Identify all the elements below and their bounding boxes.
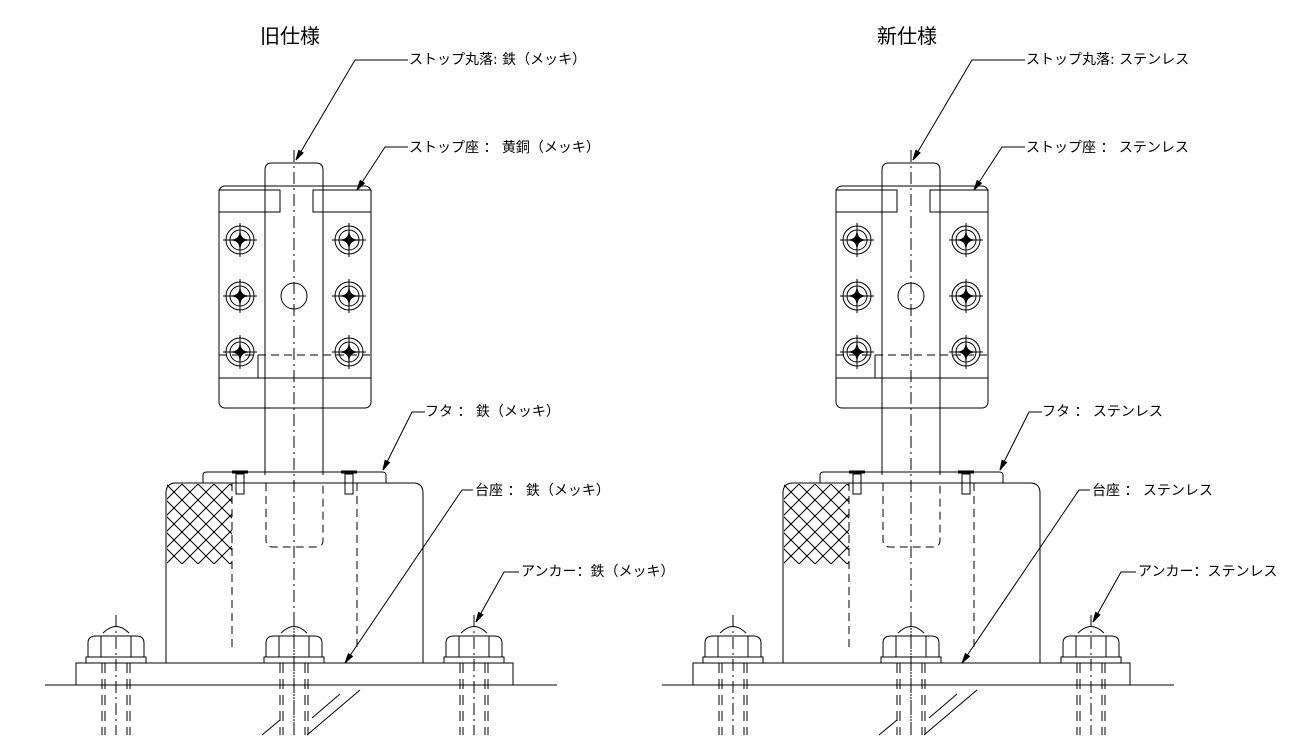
hatch-line (167, 484, 199, 516)
old-stop-pin-head (264, 162, 324, 186)
new-base-hatch (783, 484, 863, 676)
new-hatch-group (783, 484, 863, 676)
old-lid (202, 471, 387, 483)
new-stop-pin-head (881, 162, 941, 186)
old-lid-screw (344, 473, 354, 495)
new-lid (819, 471, 1004, 483)
new-stop-seat-block (835, 185, 989, 409)
old-stop-seat-slot-right (312, 189, 372, 213)
new-lid-label: フタ ： ステンレス (1042, 404, 1163, 420)
old-leader-anchor-arrow-icon (475, 611, 484, 623)
old-base-label: 台座 ： 鉄（メッキ） (475, 483, 610, 499)
hatch-line (784, 497, 849, 564)
new-leader-lid-arrow-icon (999, 459, 1008, 471)
new-stop-seat-slot-left (835, 189, 898, 213)
new-break-line (923, 689, 978, 736)
hatch-line (167, 497, 232, 564)
hatch-line (167, 548, 183, 564)
new-leader-base (961, 489, 1090, 664)
hatch-line (181, 513, 232, 564)
new-nut-body (1062, 635, 1120, 657)
hatch-line (783, 564, 863, 644)
old-leader-stop-seat (356, 146, 408, 191)
hatch-line (783, 580, 863, 660)
new-leader-stop-seat (973, 146, 1025, 191)
new-leader-anchor-arrow-icon (1092, 611, 1101, 623)
hatch-line (166, 564, 246, 644)
new-break-line (928, 693, 958, 719)
hatch-line (167, 484, 231, 548)
old-assembly (45, 59, 557, 736)
new-leader-stop-pin-arrow-icon (912, 149, 921, 161)
old-lid-label: フタ ： 鉄（メッキ） (425, 404, 560, 420)
hatch-line (783, 596, 863, 676)
hatch-line (784, 484, 832, 532)
old-anchor-label: アンカー：鉄（メッキ） (521, 564, 675, 580)
old-break-line (306, 689, 361, 736)
old-leader-base-arrow-icon (344, 652, 354, 664)
old-stop-seat-label: ストップ座 ： 黄銅（メッキ） (409, 140, 600, 156)
old-leader-stop-seat-arrow-icon (356, 179, 366, 191)
hatch-line (783, 564, 863, 644)
new-leader-anchor (1092, 571, 1136, 623)
hatch-line (167, 532, 199, 564)
old-leader-stop-pin-arrow-icon (295, 149, 304, 161)
hatch-line (166, 580, 246, 660)
old-nut-body (87, 635, 145, 657)
new-leader-stop-seat-arrow-icon (973, 179, 983, 191)
old-spec-title: 旧仕様 (260, 24, 320, 48)
new-break-line (878, 719, 898, 736)
hatch-line (784, 532, 816, 564)
new-leader-stop-pin (912, 59, 1025, 161)
hatch-line (784, 484, 848, 548)
old-break-line (311, 693, 341, 719)
new-base-label: 台座 ： ステンレス (1092, 483, 1213, 499)
new-nut-body (882, 635, 940, 657)
hatch-line (783, 580, 863, 660)
new-lid-screw (961, 473, 971, 495)
old-leader-stop-pin (295, 59, 408, 161)
hatch-line (784, 484, 816, 516)
hatch-line (784, 548, 800, 564)
hatch-line (166, 596, 246, 676)
new-assembly (662, 59, 1174, 736)
new-spec-title: 新仕様 (877, 24, 937, 48)
hatch-line (798, 513, 849, 564)
hatch-line (166, 564, 246, 644)
old-leader-anchor (475, 571, 519, 623)
hatch-line (166, 580, 246, 660)
new-lid-screw (852, 473, 862, 495)
old-stop-pin-label: ストップ丸落: 鉄（メッキ） (409, 52, 587, 68)
old-leader-lid-arrow-icon (382, 459, 391, 471)
new-anchor-label: アンカー：ステンレス (1138, 564, 1278, 580)
new-hidden-pin-end (882, 483, 941, 548)
old-hidden-pin-end (265, 483, 324, 548)
new-stop-seat-label: ストップ座 ： ステンレス (1026, 140, 1189, 156)
hatch-line (166, 596, 246, 676)
old-leader-base (344, 489, 473, 664)
new-nut-body (704, 635, 762, 657)
hatch-line (784, 484, 800, 500)
old-nut-body (265, 635, 323, 657)
new-leader-base-arrow-icon (961, 652, 971, 664)
hatch-line (167, 484, 183, 500)
hatch-line (197, 529, 232, 564)
old-base-hatch (166, 484, 246, 676)
old-break-line (261, 719, 281, 736)
new-stop-pin-label: ストップ丸落: ステンレス (1026, 52, 1190, 68)
old-stop-seat-slot-left (218, 189, 281, 213)
old-nut-body (445, 635, 503, 657)
old-leader-lid (382, 411, 425, 471)
new-leader-lid (999, 411, 1042, 471)
hatch-line (814, 529, 849, 564)
old-hatch-group (166, 484, 246, 676)
new-stop-seat-slot-right (929, 189, 989, 213)
old-lid-screw (235, 473, 245, 495)
hatch-line (167, 484, 215, 532)
hatch-line (783, 596, 863, 676)
old-stop-seat-block (218, 185, 372, 409)
